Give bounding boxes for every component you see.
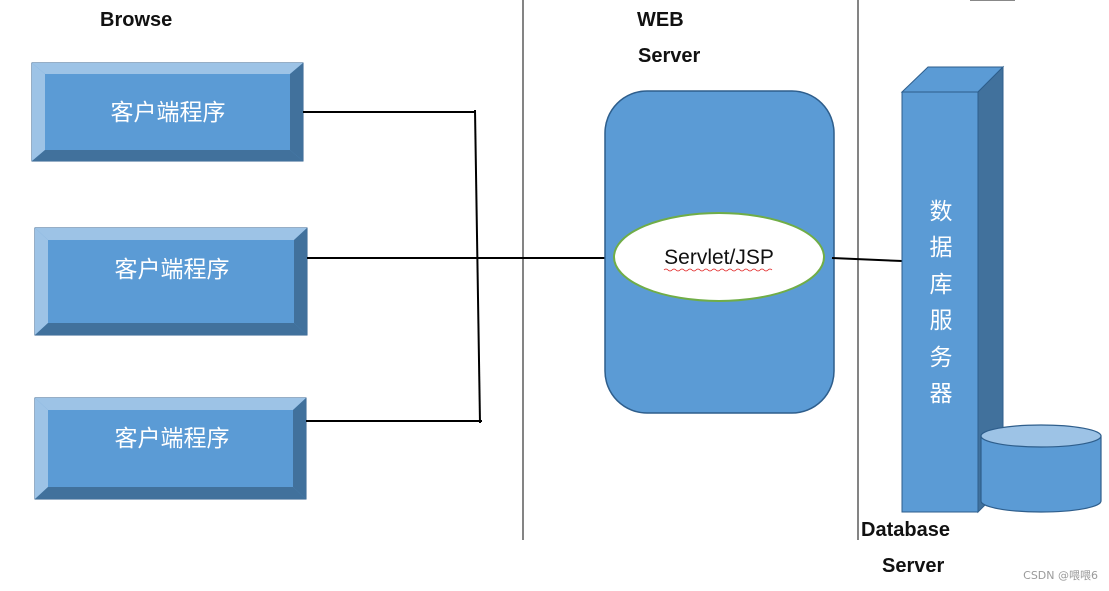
client-connectors xyxy=(303,109,605,424)
database-server-tower: 数 据 库 服 务 器 xyxy=(900,65,1005,514)
connector-bus xyxy=(474,109,481,424)
spellcheck-underline xyxy=(663,268,773,272)
db-char-6: 器 xyxy=(930,381,953,407)
database-cylinder-icon xyxy=(980,424,1102,513)
client-label-3: 客户端程序 xyxy=(115,426,230,452)
db-char-1: 数 xyxy=(930,199,953,225)
connector-to-database xyxy=(831,257,903,262)
web-server-header-line2: Server xyxy=(638,45,700,67)
servlet-jsp-oval: Servlet/JSP xyxy=(613,212,825,302)
db-char-3: 库 xyxy=(930,272,953,298)
database-header-line1: Database xyxy=(861,519,950,541)
database-header-line2: Server xyxy=(882,555,944,577)
web-server-header-line1: WEB xyxy=(637,9,684,31)
db-char-2: 据 xyxy=(930,235,953,261)
client-box-2: 客户端程序 xyxy=(34,227,308,336)
client-label-1: 客户端程序 xyxy=(111,100,226,126)
browse-header: Browse xyxy=(100,9,172,31)
db-char-4: 服 xyxy=(930,308,953,334)
client-box-1: 客户端程序 xyxy=(31,62,304,162)
db-char-5: 务 xyxy=(930,345,953,371)
watermark: CSDN @喂喂6 xyxy=(1023,569,1098,582)
client-box-3: 客户端程序 xyxy=(34,397,307,500)
servlet-jsp-label: Servlet/JSP xyxy=(664,246,774,269)
client-label-2: 客户端程序 xyxy=(115,257,230,283)
